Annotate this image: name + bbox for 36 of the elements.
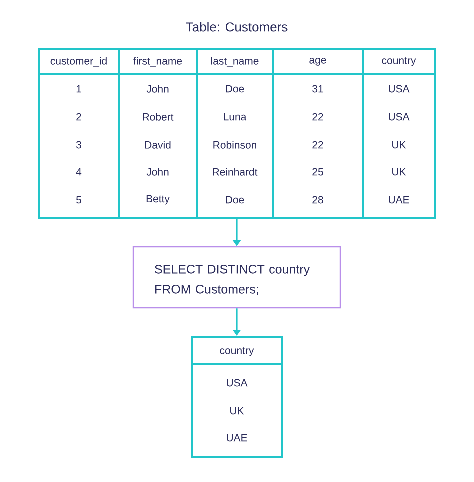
table-cell: 22	[312, 141, 324, 149]
header-cell: customer_id	[50, 57, 107, 67]
query-box: SELECT DISTINCT country FROM Customers;	[132, 246, 342, 309]
header-cell: first_name	[134, 57, 182, 67]
table-cell: Reinhardt	[213, 168, 258, 176]
table-cell: UK	[230, 407, 244, 415]
table-cell: 5	[76, 196, 82, 204]
table-cell: Doe	[226, 85, 244, 93]
header-cell: age	[310, 58, 326, 66]
table-cell: Robert	[143, 113, 174, 121]
table-cell: USA	[389, 85, 410, 93]
table-cell: 22	[312, 113, 324, 121]
table-cell: 2	[76, 113, 82, 121]
table-cell: John	[146, 85, 169, 93]
table-cell: Robinson	[214, 141, 256, 149]
table-cell: UK	[392, 168, 406, 176]
header-cell: last_name	[211, 57, 259, 67]
table-cell: 25	[312, 168, 324, 176]
header-cell: country	[220, 348, 254, 356]
table-cell: 3	[76, 141, 82, 149]
table-cell: 4	[76, 168, 82, 176]
table-cell: 31	[312, 85, 324, 93]
table-cell: 1	[76, 85, 82, 93]
table-cell: Luna	[224, 113, 247, 121]
table-cell: Betty	[146, 195, 170, 205]
table-cell: 28	[312, 196, 324, 204]
table-cell: UAE	[389, 196, 410, 204]
table-cell: USA	[227, 379, 248, 387]
table-cell: David	[145, 141, 171, 149]
table-cell: John	[146, 168, 169, 176]
table-cell: USA	[389, 113, 410, 121]
table-cell: UK	[392, 141, 406, 149]
header-cell: country	[382, 58, 416, 66]
table-cell: Doe	[226, 196, 244, 204]
table-cell: UAE	[227, 434, 248, 442]
table-title: Table: Customers	[186, 22, 288, 32]
